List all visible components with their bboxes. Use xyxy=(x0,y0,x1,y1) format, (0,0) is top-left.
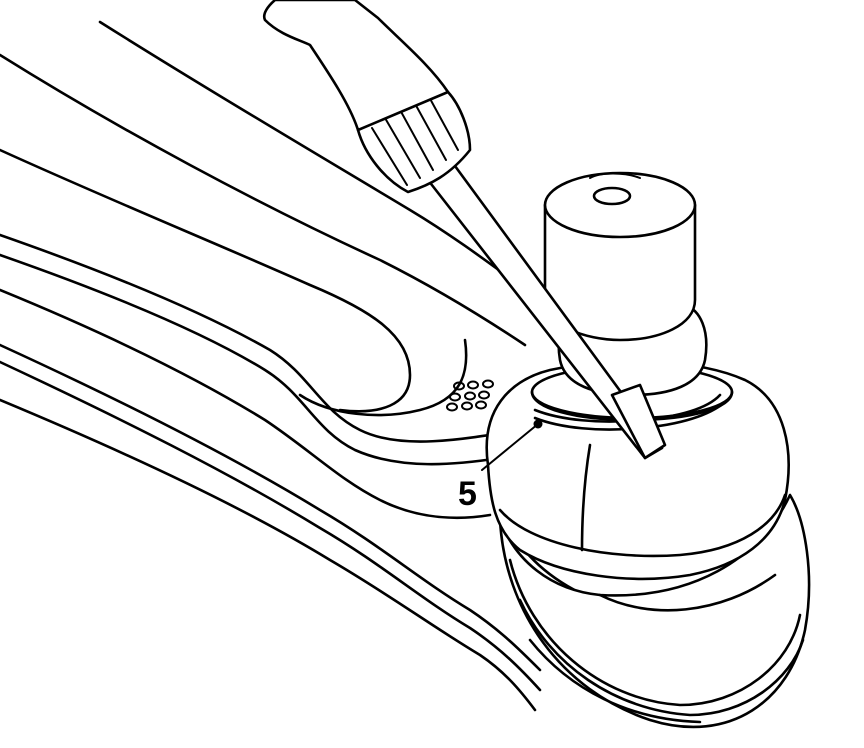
callout-5-label: 5 xyxy=(458,475,477,513)
callout-5-leader xyxy=(481,423,539,471)
screwdriver xyxy=(262,0,667,460)
arm-marking-dots xyxy=(446,379,494,412)
callout-5: 5 xyxy=(458,419,543,513)
callout-5-dot xyxy=(533,419,543,429)
